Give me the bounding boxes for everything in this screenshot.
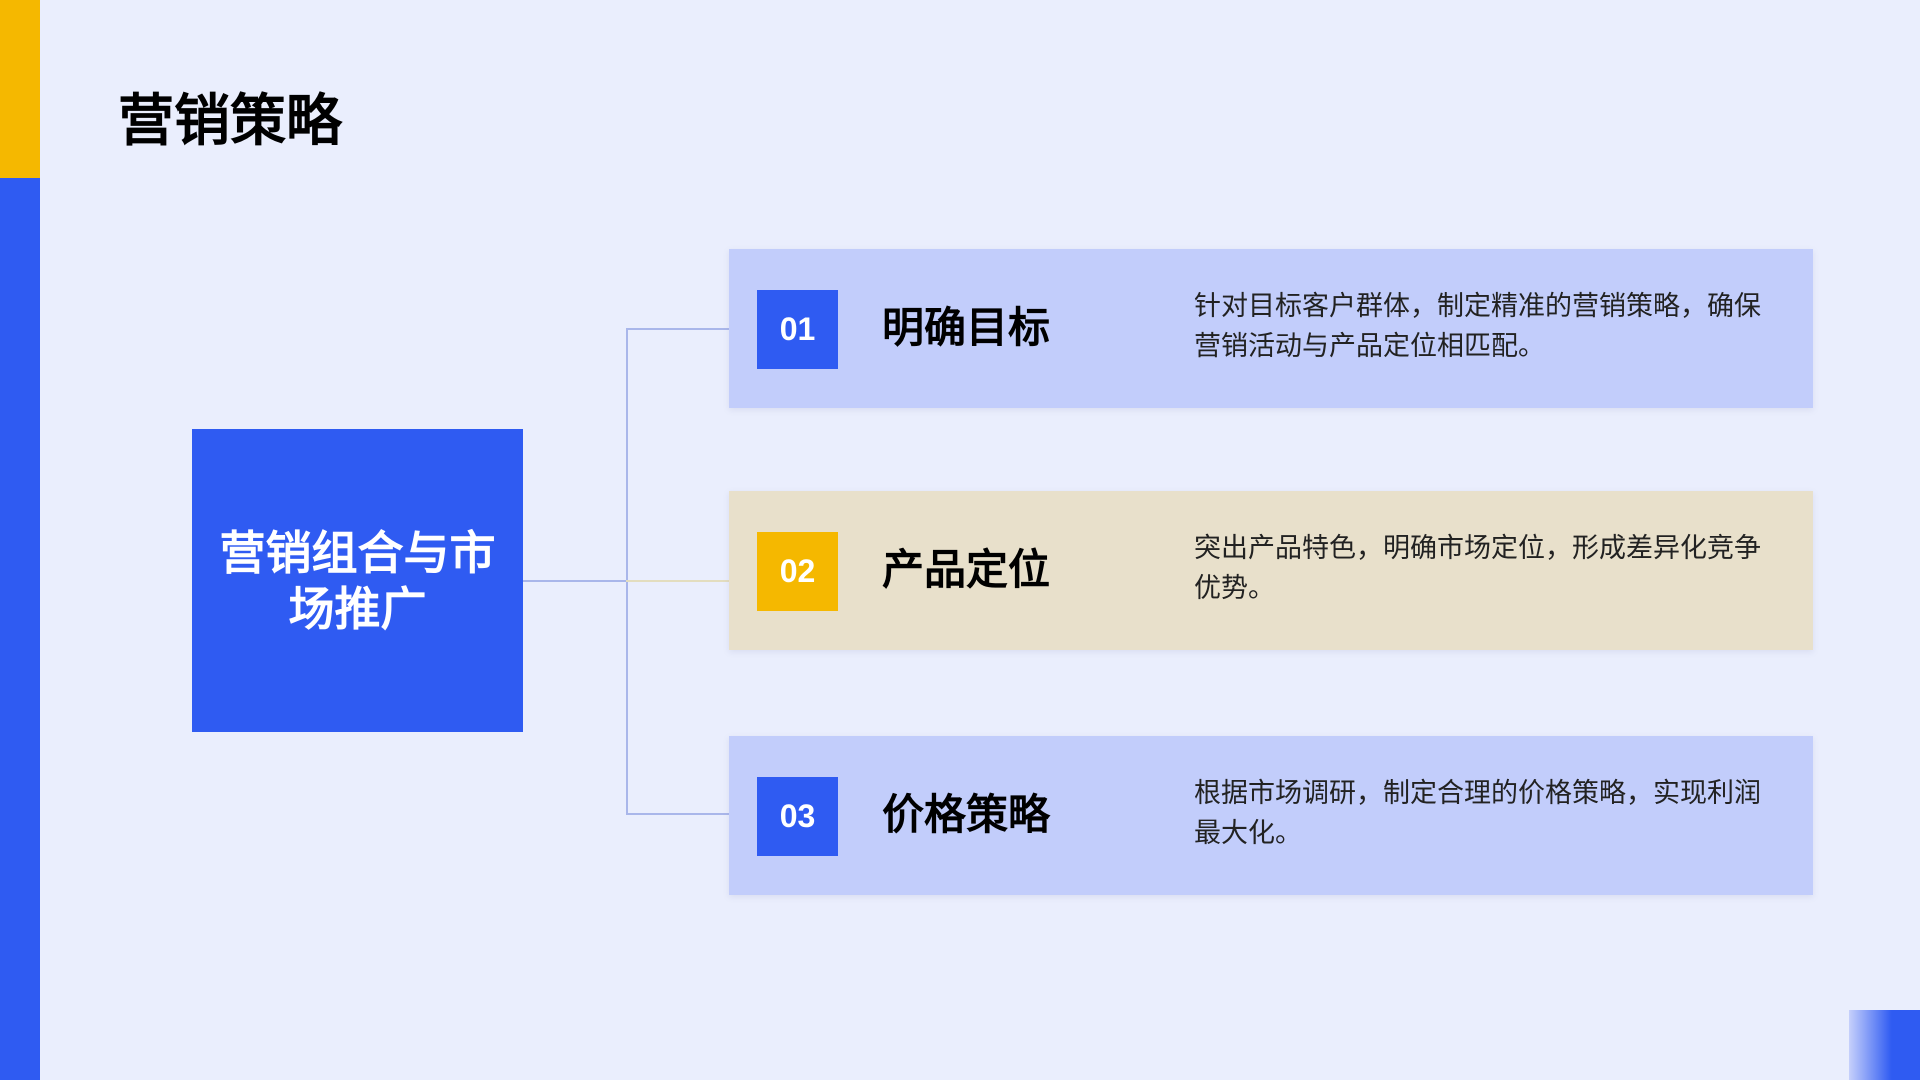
number-badge: 02 bbox=[757, 532, 838, 611]
connector-line bbox=[523, 580, 626, 582]
card-title: 明确目标 bbox=[882, 303, 1051, 352]
card-title: 产品定位 bbox=[882, 545, 1051, 594]
center-topic-box: 营销组合与市场推广 bbox=[192, 429, 523, 732]
strategy-card: 03 价格策略 根据市场调研，制定合理的价格策略，实现利润最大化。 bbox=[729, 736, 1813, 895]
accent-bar-yellow bbox=[0, 0, 40, 178]
card-description: 根据市场调研，制定合理的价格策略，实现利润最大化。 bbox=[1194, 778, 1761, 849]
page-title: 营销策略 bbox=[118, 89, 342, 154]
number-badge: 01 bbox=[757, 290, 838, 369]
connector-line bbox=[626, 813, 729, 815]
strategy-card: 02 产品定位 突出产品特色，明确市场定位，形成差异化竞争优势。 bbox=[729, 491, 1813, 650]
strategy-card: 01 明确目标 针对目标客户群体，制定精准的营销策略，确保营销活动与产品定位相匹… bbox=[729, 249, 1813, 408]
connector-line bbox=[626, 328, 628, 815]
connector-line bbox=[626, 328, 729, 330]
connector-line bbox=[626, 580, 729, 582]
card-description: 突出产品特色，明确市场定位，形成差异化竞争优势。 bbox=[1194, 533, 1761, 604]
accent-bar-blue bbox=[0, 178, 40, 1080]
center-topic-label: 营销组合与市场推广 bbox=[219, 525, 496, 636]
card-description: 针对目标客户群体，制定精准的营销策略，确保营销活动与产品定位相匹配。 bbox=[1194, 291, 1761, 362]
number-badge: 03 bbox=[757, 777, 838, 856]
corner-decoration bbox=[1849, 1010, 1920, 1080]
card-title: 价格策略 bbox=[882, 790, 1051, 839]
